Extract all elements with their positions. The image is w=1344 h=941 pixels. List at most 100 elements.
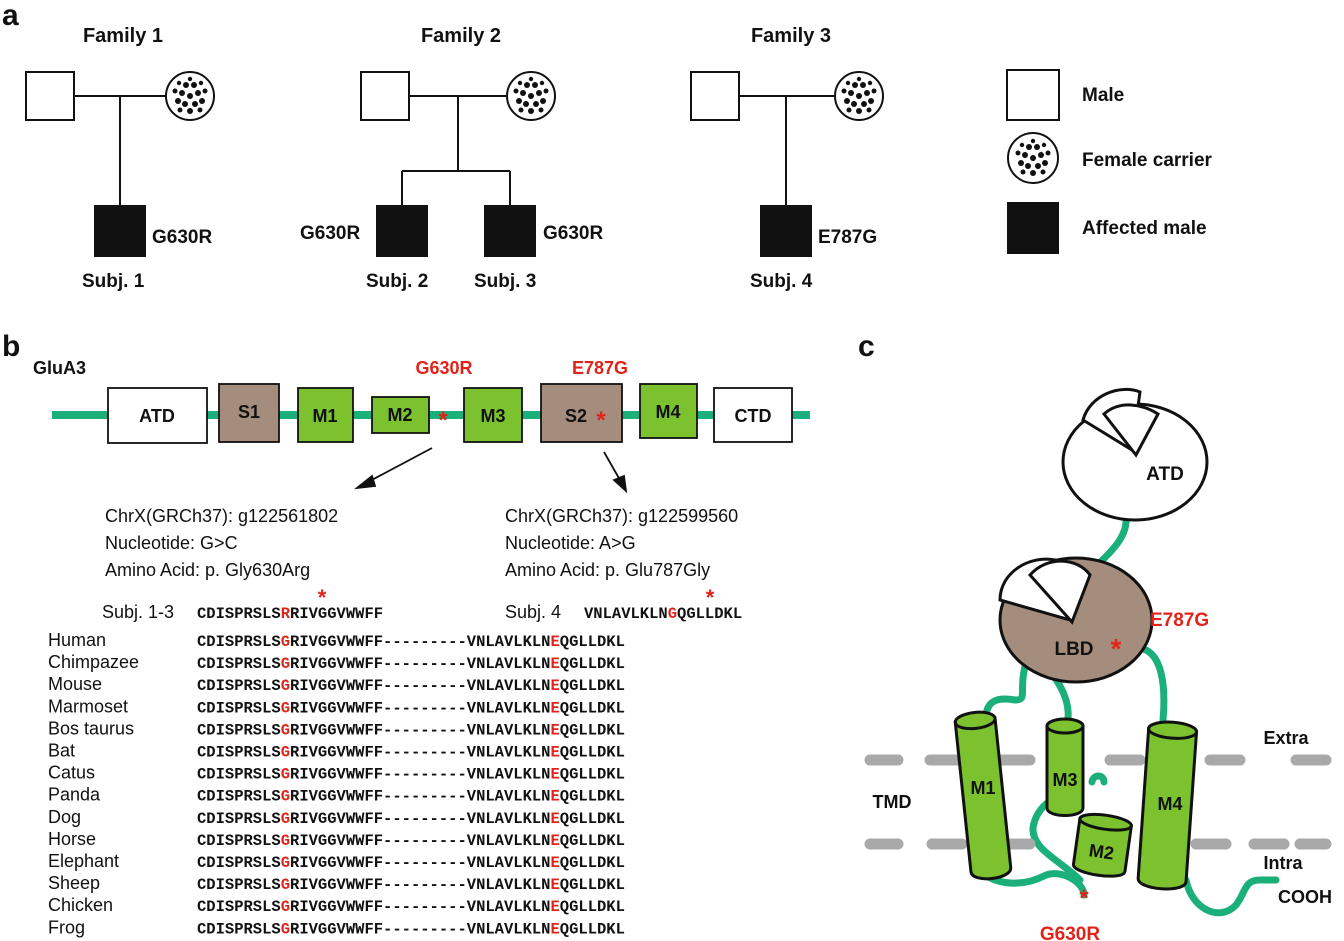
- domain-m3: M3: [463, 387, 523, 443]
- helix-m4-icon: M4: [1136, 720, 1199, 891]
- dotted-circle-icon: [1007, 132, 1059, 184]
- affected-son-square-icon: [376, 205, 428, 257]
- helix-m1-label: M1: [970, 778, 995, 798]
- helix-m1-icon: M1: [953, 710, 1013, 881]
- legend-carrier-label: Female carrier: [1082, 150, 1213, 171]
- family-1-subject: Subj. 1: [82, 271, 145, 292]
- e787g-asterisk: *: [596, 407, 606, 434]
- intra-label: Intra: [1263, 853, 1303, 873]
- mutation-label-g630r: G630R: [415, 358, 472, 378]
- affected-son-square-icon: [484, 205, 536, 257]
- family-3-title: Family 3: [751, 25, 831, 47]
- carrier-mother-icon: [165, 71, 215, 121]
- species-sequence: CDISPRSLSGRIVGGVWWFF---------VNLAVLKLNEQ…: [197, 766, 625, 784]
- species-sequence: CDISPRSLSGRIVGGVWWFF---------VNLAVLKLNEQ…: [197, 633, 625, 651]
- domain-m1-label: M1: [312, 406, 337, 426]
- family-2-title: Family 2: [421, 25, 501, 47]
- legend-male-label: Male: [1082, 85, 1124, 106]
- e787g-label: E787G: [1150, 610, 1209, 631]
- helix-m4-label: M4: [1157, 794, 1182, 814]
- domain-m4: M4: [639, 383, 698, 439]
- domain-ctd-label: CTD: [735, 406, 772, 426]
- panel-c: c ATD: [858, 330, 1332, 941]
- species-name: Sheep: [48, 873, 100, 893]
- species-sequence: CDISPRSLSGRIVGGVWWFF---------VNLAVLKLNEQ…: [197, 699, 625, 717]
- variant-info-line: ChrX(GRCh37): g122599560: [505, 506, 738, 526]
- variant-info-line: Amino Acid: p. Gly630Arg: [105, 560, 310, 580]
- domain-s2: S2 *: [540, 383, 623, 443]
- species-name: Marmoset: [48, 696, 128, 716]
- species-name: Elephant: [48, 851, 119, 871]
- species-name: Bat: [48, 741, 75, 761]
- species-name: Human: [48, 630, 106, 650]
- variant-info-e787g: ChrX(GRCh37): g122599560 Nucleotide: A>G…: [505, 506, 738, 580]
- species-name: Chicken: [48, 895, 113, 915]
- variant-info-g630r: ChrX(GRCh37): g122561802 Nucleotide: G>C…: [105, 506, 338, 580]
- family-2-subject-b: Subj. 3: [474, 271, 536, 292]
- panel-c-label: c: [858, 330, 875, 363]
- helix-m3-icon: M3: [1045, 717, 1085, 817]
- domain-s2-label: S2: [565, 406, 587, 426]
- e787g-asterisk: *: [1111, 633, 1122, 664]
- species-sequence: CDISPRSLSGRIVGGVWWFF---------VNLAVLKLNEQ…: [197, 898, 625, 916]
- extra-label: Extra: [1263, 728, 1309, 748]
- variant-info-line: ChrX(GRCh37): g122561802: [105, 506, 338, 526]
- species-sequence: CDISPRSLSGRIVGGVWWFF---------VNLAVLKLNEQ…: [197, 854, 625, 872]
- arrow-icon: [603, 451, 628, 494]
- panel-b-label: b: [2, 330, 20, 363]
- helix-m3-label: M3: [1052, 770, 1077, 790]
- atd-domain-icon: ATD: [1061, 387, 1209, 522]
- species-sequence: CDISPRSLSGRIVGGVWWFF---------VNLAVLKLNEQ…: [197, 744, 625, 762]
- pedigree-family-3: Family 3 E787G Subj. 4: [690, 25, 884, 292]
- family-1-title: Family 1: [83, 25, 163, 47]
- subject-row-label: Subj. 4: [505, 602, 561, 622]
- pedigree-family-2: Family 2 G630R G630R Subj. 2 Subj. 3: [300, 25, 603, 292]
- filled-square-icon: [1007, 202, 1059, 254]
- family-3-subject: Subj. 4: [750, 271, 813, 292]
- father-square-icon: [25, 71, 75, 121]
- domain-atd-label: ATD: [139, 406, 175, 426]
- helix-m2-label: M2: [1088, 840, 1116, 863]
- protein-name: GluA3: [33, 358, 86, 378]
- panel-a: a Family 1 G630R Subj. 1 Family 2: [2, 0, 1213, 292]
- species-sequence: CDISPRSLSGRIVGGVWWFF---------VNLAVLKLNEQ…: [197, 876, 625, 894]
- species-name: Frog: [48, 917, 85, 937]
- cooh-label: COOH: [1278, 887, 1332, 907]
- alignment-asterisk: *: [706, 585, 715, 610]
- legend-affected-label: Affected male: [1082, 218, 1207, 239]
- domain-m2-label: M2: [387, 405, 412, 425]
- helix-m2-icon: M2: [1071, 812, 1134, 878]
- species-name: Mouse: [48, 674, 102, 694]
- carrier-mother-icon: [834, 71, 884, 121]
- family-2-subject-a: Subj. 2: [366, 271, 428, 292]
- carrier-mother-icon: [506, 71, 556, 121]
- domain-m3-label: M3: [480, 406, 505, 426]
- species-name: Chimpazee: [48, 652, 139, 672]
- domain-m4-label: M4: [655, 402, 680, 422]
- atd-label: ATD: [1146, 464, 1184, 485]
- alignment-asterisk: *: [318, 585, 327, 610]
- species-sequence: CDISPRSLSGRIVGGVWWFF---------VNLAVLKLNEQ…: [197, 677, 625, 695]
- species-sequence: CDISPRSLSGRIVGGVWWFF---------VNLAVLKLNEQ…: [197, 721, 625, 739]
- arrow-icon: [354, 447, 433, 490]
- pedigree-legend: Male Female carrier Affected male: [1006, 69, 1213, 254]
- subject-sequence: VNLAVLKLNGQGLLDKL: [584, 605, 742, 623]
- affected-son-square-icon: [94, 205, 146, 257]
- variant-info-line: Nucleotide: G>C: [105, 533, 238, 553]
- panel-b: b GluA3 G630R E787G ATD S1 M1 M2 * M3 S2: [2, 330, 810, 938]
- variant-info-line: Amino Acid: p. Glu787Gly: [505, 560, 710, 580]
- species-name: Panda: [48, 785, 101, 805]
- family-2-variant-a: G630R: [300, 223, 360, 244]
- family-2-variant-b: G630R: [543, 223, 603, 244]
- affected-son-square-icon: [760, 205, 812, 257]
- variant-info-line: Nucleotide: A>G: [505, 533, 636, 553]
- species-name: Catus: [48, 763, 95, 783]
- pedigree-family-1: Family 1 G630R Subj. 1: [25, 25, 215, 292]
- species-sequence: CDISPRSLSGRIVGGVWWFF---------VNLAVLKLNEQ…: [197, 788, 625, 806]
- domain-m2: M2: [371, 396, 430, 434]
- lbd-domain-icon: LBD *: [998, 556, 1154, 684]
- species-name: Dog: [48, 807, 81, 827]
- species-name: Horse: [48, 829, 96, 849]
- family-3-variant: E787G: [818, 227, 877, 248]
